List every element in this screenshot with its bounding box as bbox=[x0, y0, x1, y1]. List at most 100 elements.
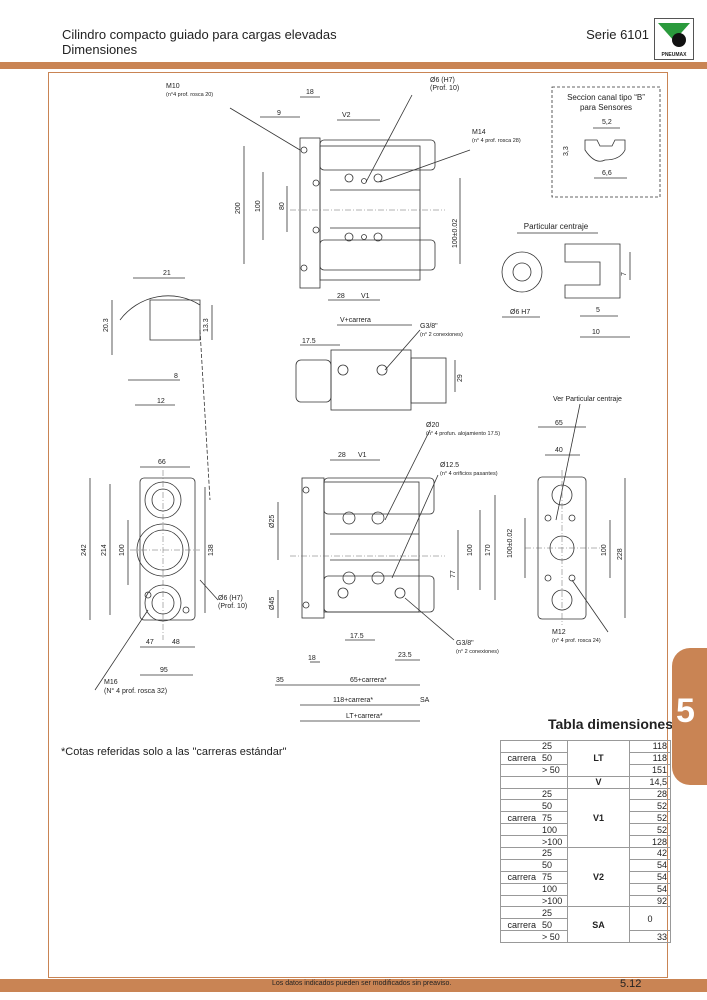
label-d23-5: 23.5 bbox=[398, 652, 412, 659]
row-label bbox=[500, 882, 539, 896]
label-m16: M16 bbox=[104, 679, 118, 686]
value-cell: 33 bbox=[629, 930, 671, 944]
stroke-cell: 25 bbox=[539, 787, 568, 801]
label-d35: 35 bbox=[276, 677, 284, 684]
value-cell: 118 bbox=[629, 740, 671, 753]
row-label bbox=[500, 823, 539, 837]
stroke-cell: >100 bbox=[539, 835, 568, 849]
value-cell: 54 bbox=[629, 858, 671, 872]
label-d200: 200 bbox=[235, 202, 242, 214]
label-m16-note: (N° 4 prof. rosca 32) bbox=[104, 687, 167, 695]
table-row: >100 92 bbox=[500, 894, 671, 908]
label-d100tol-end: 100±0.02 bbox=[507, 529, 514, 558]
value-cell: 28 bbox=[629, 787, 671, 801]
label-d242: 242 bbox=[81, 544, 88, 556]
label-d9: 9 bbox=[277, 110, 281, 117]
row-label: carrera bbox=[500, 918, 539, 932]
brand-logo: PNEUMAX bbox=[654, 18, 694, 60]
stroke-cell: 25 bbox=[539, 740, 568, 753]
label-v2: V2 bbox=[342, 112, 351, 119]
header-rule bbox=[0, 62, 707, 69]
label-o6h7-front: Ø6 (H7) bbox=[218, 595, 243, 602]
label-d18-bottom: 18 bbox=[308, 655, 316, 662]
row-label bbox=[500, 930, 539, 944]
page-title: Cilindro compacto guiado para cargas ele… bbox=[62, 27, 337, 57]
top-guide-lower bbox=[319, 239, 436, 271]
value-cell: 92 bbox=[629, 894, 671, 908]
page-number: 5.12 bbox=[620, 978, 642, 990]
row-label: carrera bbox=[500, 811, 539, 825]
label-d228: 228 bbox=[617, 548, 624, 560]
stroke-cell: 50 bbox=[539, 858, 568, 872]
row-label bbox=[500, 787, 539, 801]
value-cell: 42 bbox=[629, 847, 671, 860]
row-label bbox=[500, 835, 539, 849]
stroke-cell: 75 bbox=[539, 811, 568, 825]
dimension-table-title: Tabla dimensiones bbox=[548, 716, 673, 732]
label-d214: 214 bbox=[101, 544, 108, 556]
technical-drawing: M10 (n°4 prof. rosca 20) 18 9 V2 Ø6 (H7)… bbox=[81, 77, 661, 722]
stroke-cell: > 50 bbox=[539, 930, 568, 944]
label-d65-end: 65 bbox=[555, 420, 563, 427]
label-d40: 40 bbox=[555, 447, 563, 454]
label-o20-note: (n° 4 profun. alojamiento 17.5) bbox=[426, 431, 500, 437]
section-tab-number: 5 bbox=[676, 692, 695, 730]
stroke-cell: 50 bbox=[539, 751, 568, 765]
label-d138: 138 bbox=[208, 544, 215, 556]
row-label bbox=[500, 740, 539, 753]
label-d5-2: 5,2 bbox=[602, 119, 612, 126]
content-frame bbox=[48, 72, 668, 978]
centraje-title: Particular centraje bbox=[524, 222, 589, 231]
label-d7: 7 bbox=[621, 272, 628, 276]
label-o12-5-note: (n° 4 orificios pasantes) bbox=[440, 471, 498, 477]
series-label: Serie 6101 bbox=[586, 27, 649, 42]
stroke-cell: 25 bbox=[539, 847, 568, 860]
row-label: carrera bbox=[500, 751, 539, 765]
stroke-cell: > 50 bbox=[539, 763, 568, 777]
label-d21: 21 bbox=[163, 270, 171, 277]
row-label bbox=[500, 799, 539, 813]
top-guide-upper bbox=[319, 139, 436, 171]
label-o6h7-top: Ø6 (H7) bbox=[430, 77, 455, 84]
label-v1-bottom: V1 bbox=[358, 452, 367, 459]
value-cell: 54 bbox=[629, 870, 671, 884]
label-m12-note: (n° 4 prof. rosca 24) bbox=[552, 638, 601, 644]
label-sa: SA bbox=[420, 697, 430, 704]
section-tab bbox=[672, 648, 707, 785]
title-line-1: Cilindro compacto guiado para cargas ele… bbox=[62, 27, 337, 42]
label-g38-note-side: (n° 2 conexiones) bbox=[420, 332, 463, 338]
sensor-title-2: para Sensores bbox=[580, 103, 632, 112]
title-line-2: Dimensiones bbox=[62, 42, 138, 57]
value-cell: 52 bbox=[629, 823, 671, 837]
label-d8: 8 bbox=[174, 373, 178, 380]
label-m14: M14 bbox=[472, 129, 486, 136]
label-m10-note: (n°4 prof. rosca 20) bbox=[166, 92, 213, 98]
label-d17-5-bottom: 17.5 bbox=[350, 633, 364, 640]
row-label bbox=[500, 906, 539, 920]
label-d18: 18 bbox=[306, 89, 314, 96]
label-d47: 47 bbox=[146, 639, 154, 646]
label-d118-carrera: 118+carrera* bbox=[333, 697, 373, 704]
stroke-cell: 75 bbox=[539, 870, 568, 884]
value-cell: 128 bbox=[629, 835, 671, 849]
label-d29: 29 bbox=[457, 374, 464, 382]
stroke-cell: >100 bbox=[539, 894, 568, 908]
row-label bbox=[500, 894, 539, 908]
label-d5: 5 bbox=[596, 307, 600, 314]
label-ver-centraje: Ver Particular centraje bbox=[553, 396, 622, 403]
label-d100tol-top: 100±0.02 bbox=[452, 219, 459, 248]
value-cell: 118 bbox=[629, 751, 671, 765]
sensor-title-1: Seccion canal tipo “B” bbox=[567, 93, 645, 102]
label-m12: M12 bbox=[552, 629, 566, 636]
label-d17-5-side: 17.5 bbox=[302, 338, 316, 345]
value-cell: 52 bbox=[629, 811, 671, 825]
